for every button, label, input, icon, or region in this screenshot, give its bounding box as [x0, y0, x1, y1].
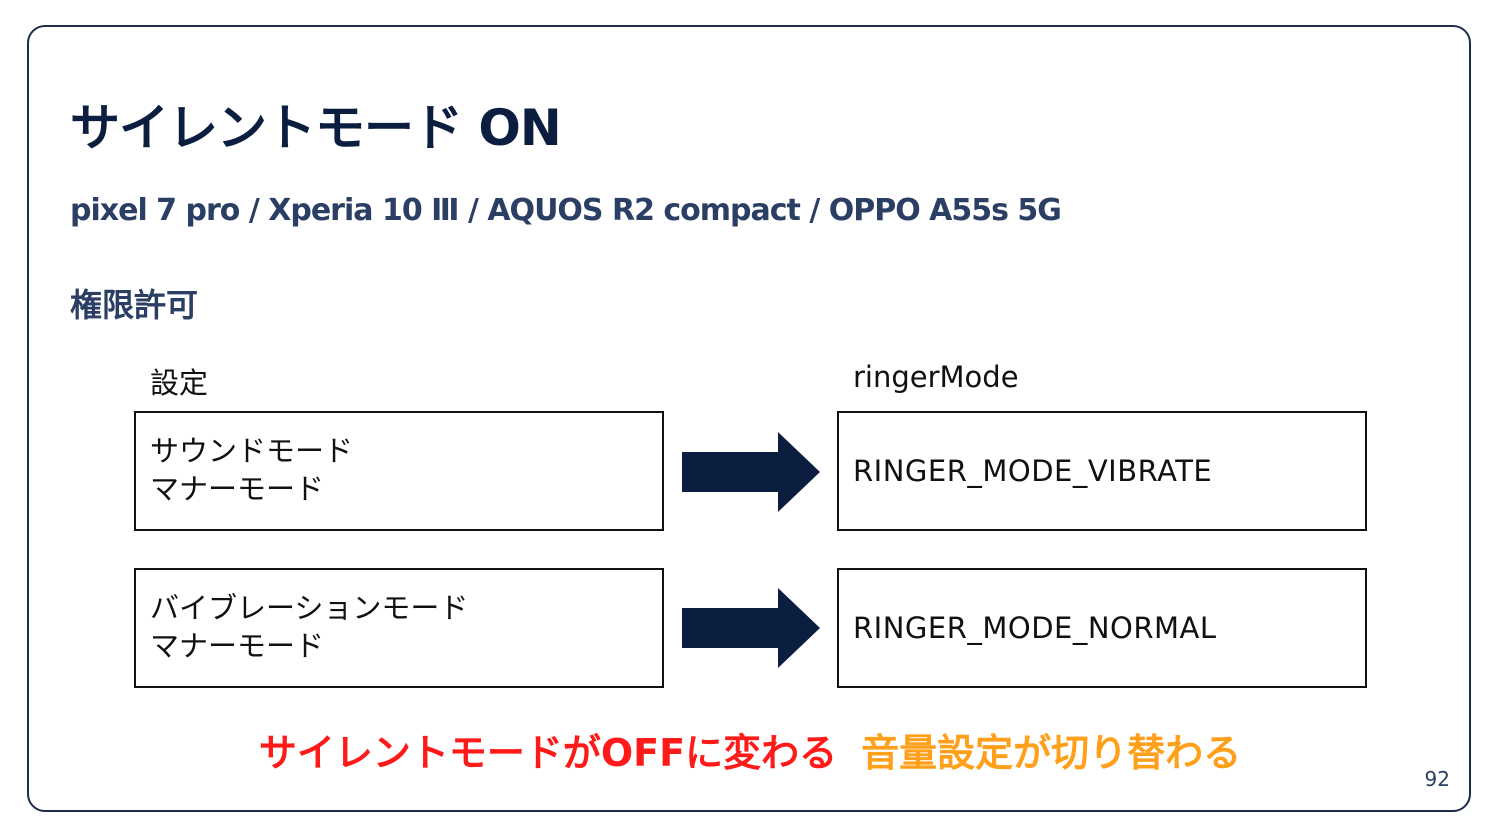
ringer-mode-value: RINGER_MODE_NORMAL — [853, 611, 1217, 645]
page-number: 92 — [1424, 767, 1450, 791]
ringer-mode-box: RINGER_MODE_VIBRATE — [837, 411, 1367, 531]
ringer-mode-box: RINGER_MODE_NORMAL — [837, 568, 1367, 688]
silent-off-note: サイレントモードがOFFに変わる — [258, 731, 838, 775]
ringer-mode-value: RINGER_MODE_VIBRATE — [853, 454, 1213, 488]
right-arrow-icon — [682, 588, 820, 668]
volume-switch-note: 音量設定が切り替わる — [861, 731, 1242, 775]
device-list-subtitle: pixel 7 pro / Xperia 10 Ⅲ / AQUOS R2 com… — [70, 193, 1062, 228]
setting-column-header: 設定 — [150, 366, 209, 400]
result-note: サイレントモードがOFFに変わる音量設定が切り替わる — [0, 722, 1500, 777]
slide-title: サイレントモード ON — [70, 99, 562, 157]
setting-box: サウンドモード マナーモード — [134, 411, 664, 531]
setting-line: マナーモード — [150, 629, 325, 663]
setting-line: バイブレーションモード — [150, 591, 469, 625]
ringer-mode-column-header: ringerMode — [853, 360, 1019, 394]
setting-box: バイブレーションモード マナーモード — [134, 568, 664, 688]
right-arrow-icon — [682, 432, 820, 512]
setting-line: サウンドモード — [150, 434, 354, 468]
section-heading: 権限許可 — [70, 286, 199, 324]
setting-line: マナーモード — [150, 472, 325, 506]
